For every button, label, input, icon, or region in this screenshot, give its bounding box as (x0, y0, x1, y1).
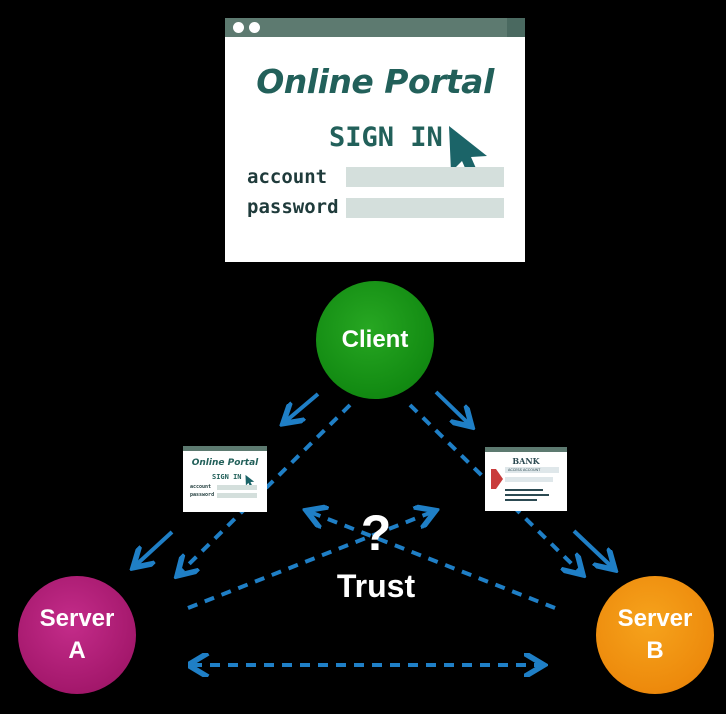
bank-field-1 (505, 477, 553, 482)
portal-window: Online Portal SIGN IN account password (225, 18, 525, 262)
dashed-b-to-trust (310, 512, 556, 610)
bank-titlebar (485, 447, 567, 452)
mini-titlebar (183, 446, 267, 451)
bank-thumbnail: BANK ACCESS ACCOUNT (485, 447, 567, 511)
cursor-icon (449, 126, 487, 186)
mini-sign-in: SIGN IN (212, 473, 242, 481)
titlebar-end (507, 18, 525, 37)
server-b-label-line2: B (646, 637, 664, 664)
password-field (346, 198, 504, 218)
trust-label: Trust (336, 568, 416, 604)
dashed-a-to-client (180, 403, 352, 573)
server-b-node: Server B (596, 576, 714, 694)
arrow-client-to-b-upper (434, 390, 469, 424)
mini-password-label: password (190, 492, 215, 498)
portal-title: Online Portal (256, 62, 494, 101)
window-dot-icon (249, 22, 260, 33)
mini-password-field (217, 493, 257, 498)
bank-flag-icon (491, 469, 503, 489)
server-a-node: Server A (18, 576, 136, 694)
bank-text-line-2 (505, 494, 549, 496)
bank-title: BANK (512, 456, 540, 466)
mini-cursor-icon (245, 474, 255, 489)
client-node: Client (316, 281, 434, 399)
server-b-label-line1: Server (617, 605, 693, 632)
dashed-a-to-trust (187, 512, 432, 610)
server-a-label-line1: Server (39, 605, 115, 632)
bank-text-line-1 (505, 489, 543, 491)
mini-portal-title: Online Portal (191, 458, 259, 468)
arrow-client-to-a-upper (286, 392, 320, 421)
portal-titlebar (225, 18, 525, 37)
account-field (346, 167, 504, 187)
arrow-client-to-b-lower (572, 529, 612, 567)
mini-portal-thumbnail: Online Portal SIGN IN account password (183, 446, 267, 512)
server-a-label-line2: A (68, 637, 86, 664)
window-dot-icon (233, 22, 244, 33)
mini-account-label: account (190, 484, 212, 490)
client-label: Client (341, 326, 409, 353)
question-mark: ? (360, 505, 392, 561)
account-label: account (247, 166, 328, 188)
mini-account-field (217, 485, 257, 490)
bank-subtitle: ACCESS ACCOUNT (508, 468, 541, 472)
arrow-client-to-a-lower (136, 530, 174, 565)
bank-subtitle-bar (505, 467, 559, 473)
password-label: password (247, 196, 339, 218)
dashed-client-to-b (408, 403, 580, 572)
sign-in-label: SIGN IN (329, 122, 443, 153)
bank-text-line-3 (505, 499, 537, 501)
